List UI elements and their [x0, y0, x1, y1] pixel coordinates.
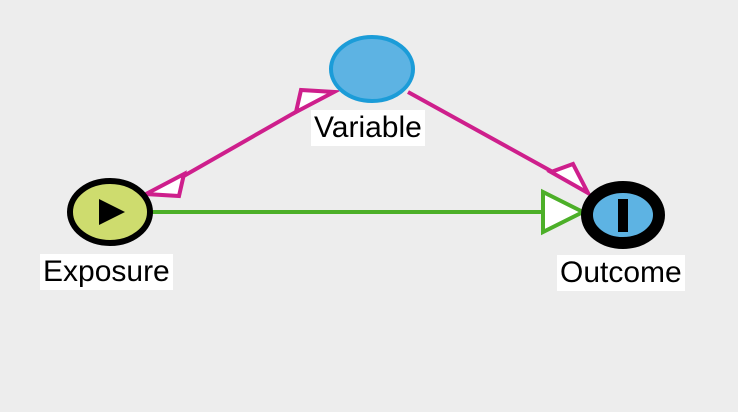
node-exposure[interactable] — [67, 178, 153, 246]
edge-exposure-variable-line — [167, 99, 316, 187]
edge-variable-outcome[interactable] — [407, 90, 593, 199]
edge-layer — [138, 87, 593, 236]
triangle-right-icon — [99, 199, 125, 225]
node-variable-shape[interactable] — [329, 35, 415, 103]
node-outcome[interactable] — [581, 181, 665, 249]
edge-variable-outcome-arrowhead — [546, 161, 593, 199]
edge-variable-outcome-line — [407, 90, 561, 178]
edge-exposure-variable[interactable] — [138, 87, 342, 199]
node-label-outcome: Outcome — [557, 255, 685, 291]
node-layer — [67, 35, 665, 249]
vertical-bar-icon — [618, 199, 628, 232]
node-label-exposure: Exposure — [40, 254, 173, 290]
edge-exposure-outcome-arrowhead — [541, 188, 588, 236]
edge-exposure-outcome[interactable] — [152, 188, 588, 236]
edge-exposure-variable-arrowhead-start — [138, 170, 187, 199]
node-variable[interactable] — [329, 35, 415, 103]
edge-exposure-variable-arrowhead-end — [293, 87, 342, 116]
node-label-variable: Variable — [311, 110, 425, 146]
